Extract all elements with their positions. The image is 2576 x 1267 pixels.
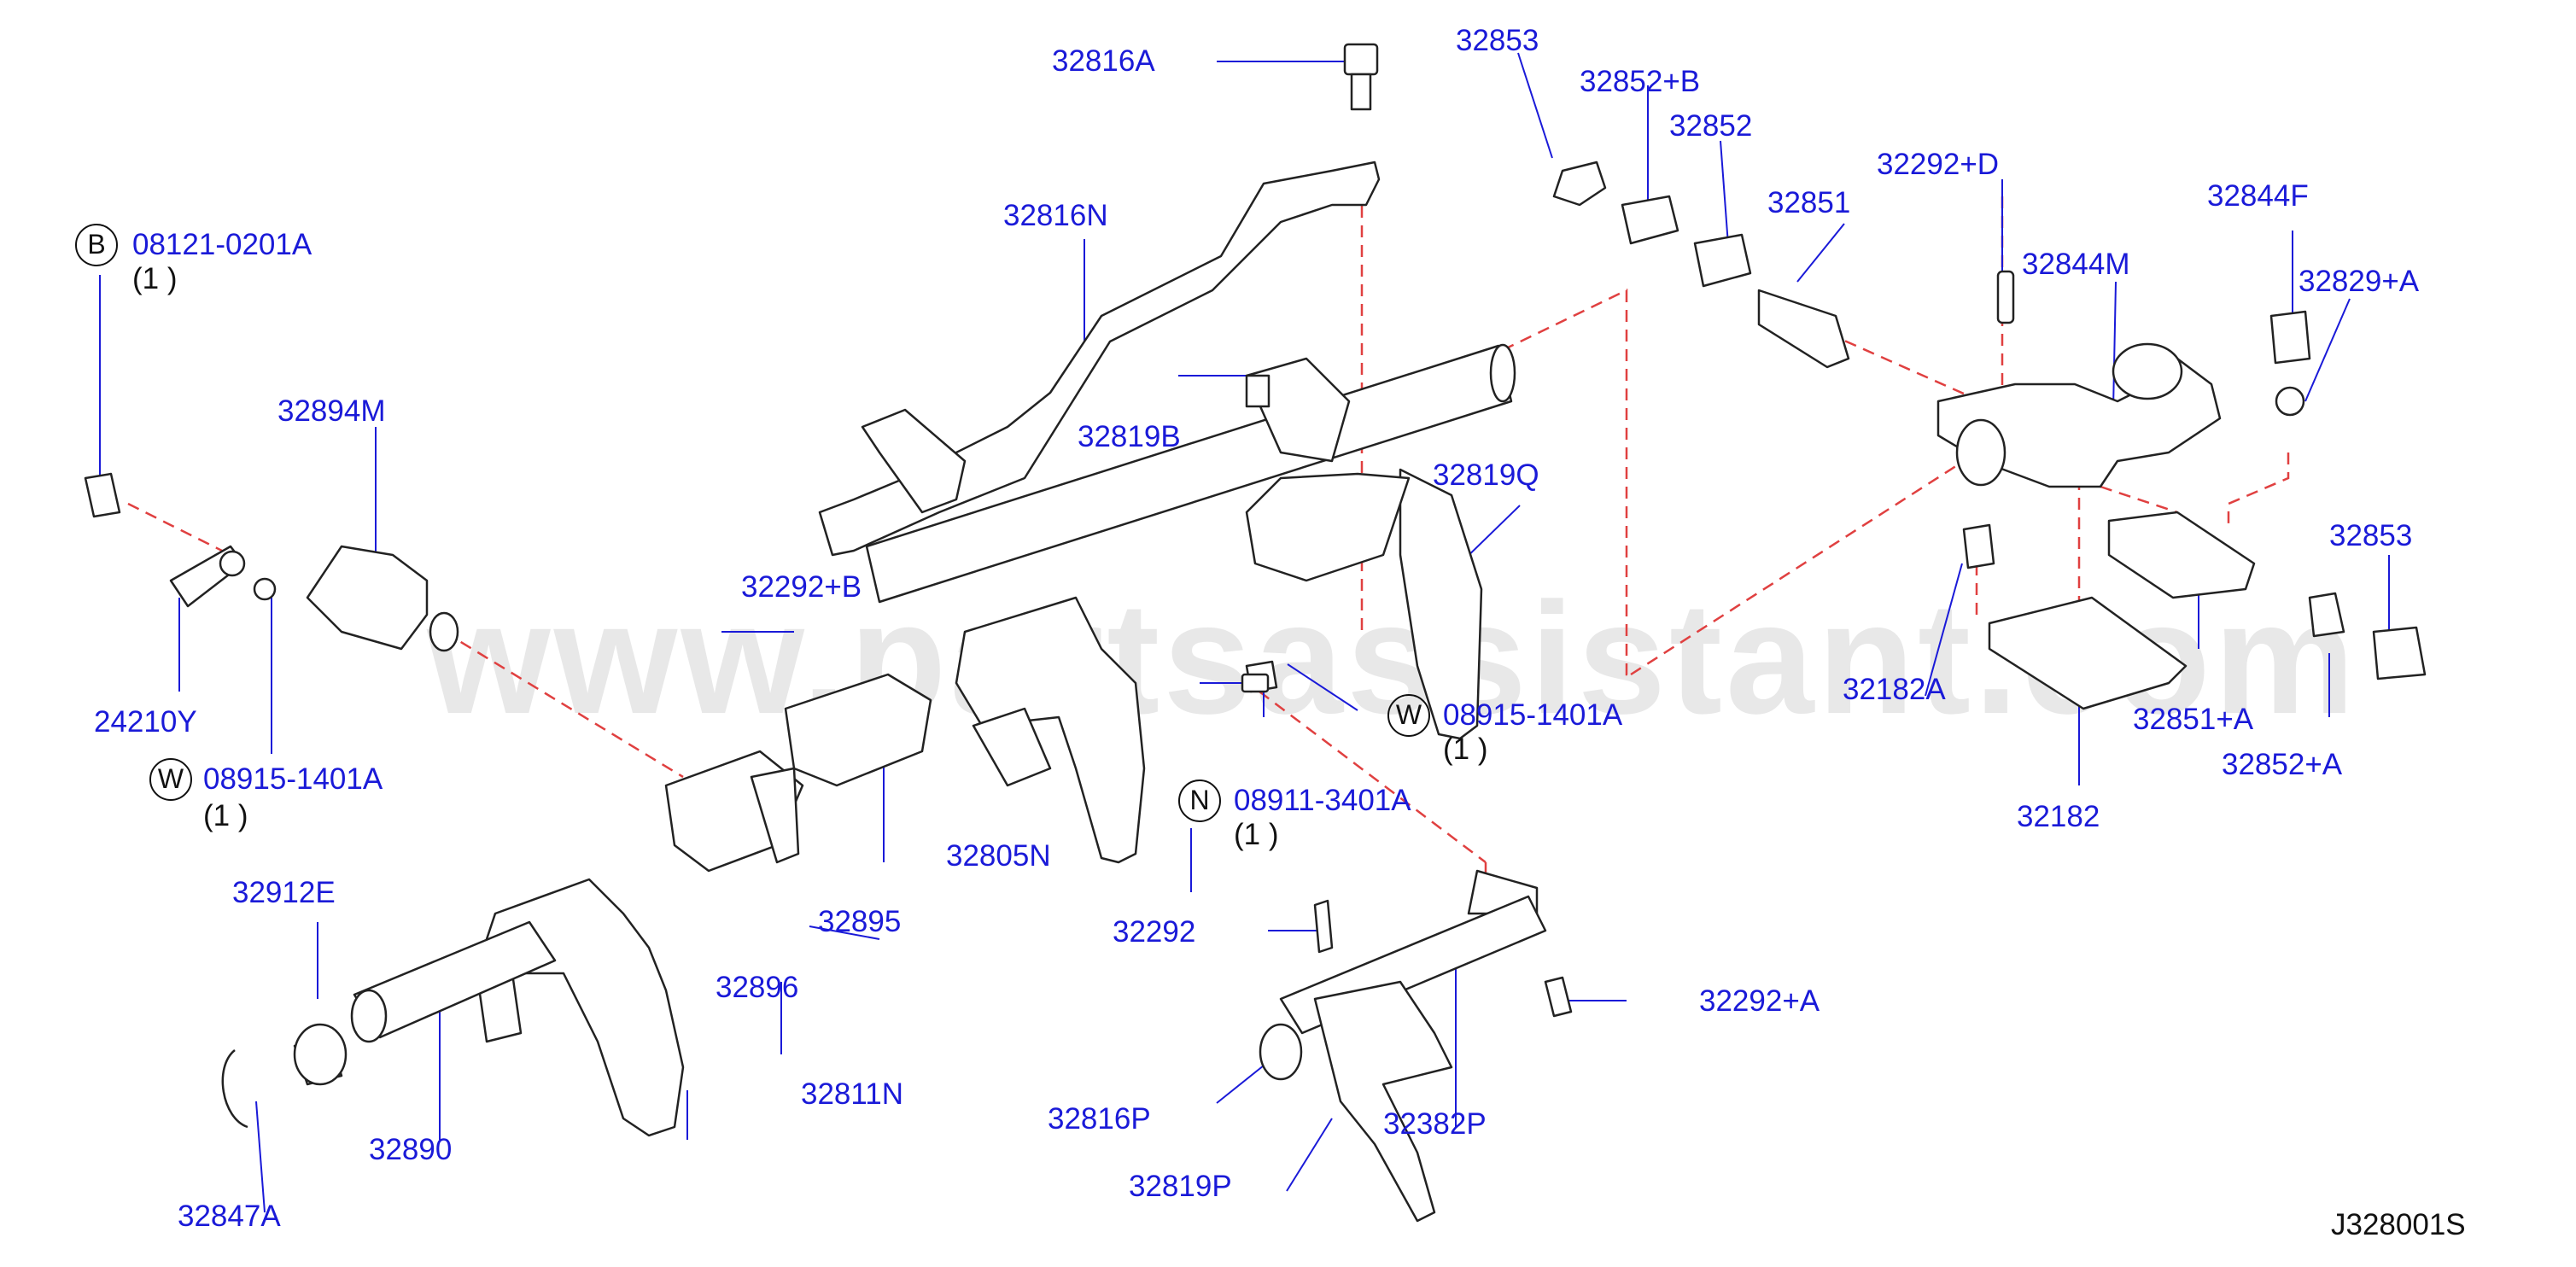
label-24210Y: 24210Y [94,705,197,739]
label-32292-D: 32292+D [1877,148,2000,181]
callout-lines [99,52,2390,1213]
label-32852-A: 32852+A [2222,748,2343,781]
label-32844M: 32844M [2022,248,2130,281]
drawing-code: J328001S [2331,1208,2466,1241]
label-32816P: 32816P [1048,1102,1151,1136]
label-32819Q: 32819Q [1433,458,1539,492]
label-32819B: 32819B [1078,420,1181,453]
label-32896: 32896 [716,971,799,1004]
symbol-W: W [149,758,192,801]
label-32851: 32851 [1767,186,1851,219]
parts-drawing [84,43,2427,1223]
label-32829-A: 32829+A [2299,265,2420,298]
label-qty-3: (1 ) [1443,733,1488,766]
label-08121-0201A: 08121-0201A [132,228,313,261]
label-32852-B: 32852+B [1580,65,1701,98]
symbol-B: B [75,224,118,266]
label-qty-4: (1 ) [1234,818,1279,851]
label-32852: 32852 [1669,109,1753,143]
label-32382P: 32382P [1383,1107,1487,1141]
label-32816N: 32816N [1003,199,1108,232]
label-32816A: 32816A [1052,44,1155,78]
symbol-W-2: W [1387,694,1430,737]
label-32182A: 32182A [1843,673,1946,706]
label-08915-1401A: 08915-1401A [203,762,383,796]
symbol-N: N [1178,779,1221,822]
label-32853-b: 32853 [2329,519,2413,552]
label-08911-3401A: 08911-3401A [1234,784,1411,817]
label-32894M: 32894M [277,394,386,428]
label-32292: 32292 [1113,915,1196,949]
label-32847A: 32847A [178,1200,281,1233]
label-qty-2: (1 ) [203,799,248,832]
label-32851-A: 32851+A [2133,703,2254,736]
label-32292-A: 32292+A [1699,984,1820,1018]
label-32182: 32182 [2017,800,2100,833]
label-qty-1: (1 ) [132,262,178,295]
label-08915-1401A-2: 08915-1401A [1443,698,1623,732]
label-32844F: 32844F [2207,179,2309,213]
label-32890: 32890 [369,1133,453,1166]
label-32805N: 32805N [946,839,1051,873]
label-32819P: 32819P [1129,1170,1232,1203]
label-32811N: 32811N [801,1077,904,1111]
label-32853: 32853 [1456,24,1539,57]
label-32895: 32895 [818,905,902,938]
label-32292-B: 32292+B [741,570,862,604]
label-32912E: 32912E [232,876,336,909]
